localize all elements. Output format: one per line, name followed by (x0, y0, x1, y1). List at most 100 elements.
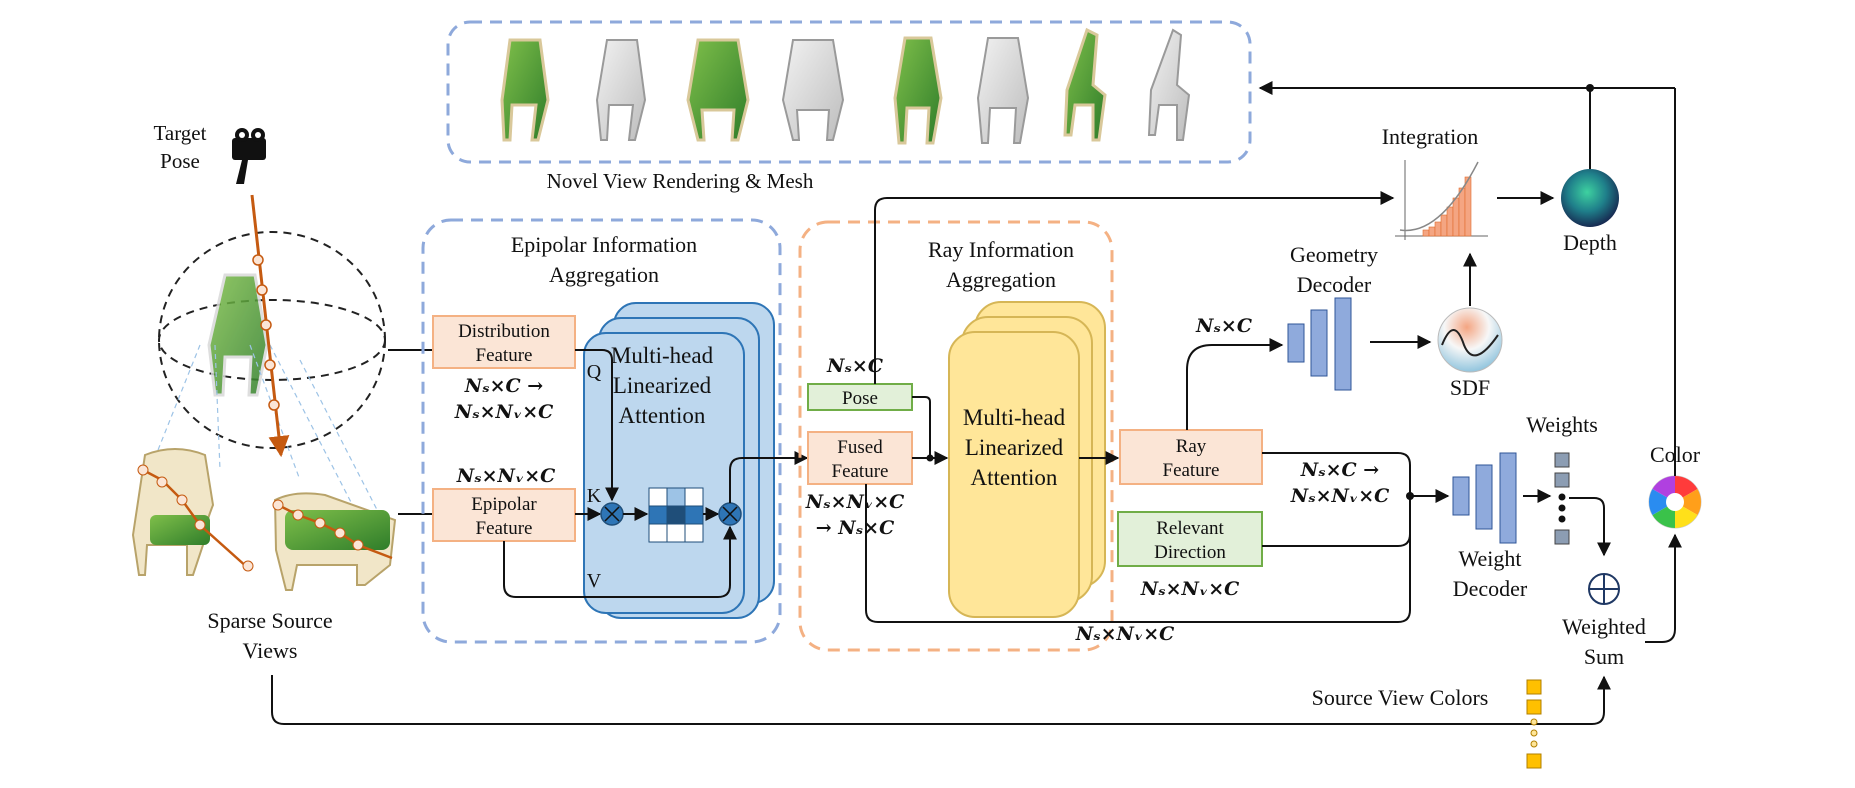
sparse-source-label-1: Sparse Source (207, 608, 332, 633)
weighted-sum-label-2: Sum (1584, 644, 1624, 669)
distribution-dims-1: Nₛ×C → (464, 375, 544, 397)
query-label: Q (587, 361, 602, 383)
source-view-colors-label: Source View Colors (1312, 685, 1489, 710)
sdf-label: SDF (1450, 375, 1490, 400)
fused-dims-1: Nₛ×Nᵥ×C (805, 491, 905, 513)
ray-feature-out-line (1262, 452, 1411, 496)
weight-decoder-label-2: Decoder (1453, 576, 1528, 601)
fused-feature-label-2: Feature (832, 461, 889, 482)
geometry-decoder-label-2: Decoder (1297, 272, 1372, 297)
epipolar-to-fused-arrow (729, 451, 809, 503)
ray-attention-stack (948, 301, 1106, 618)
chair-render-1 (500, 38, 550, 142)
relevant-dims: Nₛ×Nᵥ×C (1140, 578, 1240, 600)
skip-to-integration-arrow (874, 191, 1395, 384)
fused-dims-2: → Nₛ×C (816, 517, 894, 539)
depth-sphere-icon (1561, 169, 1619, 227)
relevant-direction-box (1117, 511, 1263, 567)
relevant-direction-label-1: Relevant (1156, 518, 1224, 539)
chair-render-3 (893, 36, 943, 145)
weight-decoder-icon (1452, 452, 1517, 544)
weight-decoder-label-1: Weight (1459, 546, 1522, 571)
fused-feature-label-1: Fused (837, 437, 883, 458)
geometry-decoder-icon (1287, 297, 1352, 391)
epipolar-title-1: Epipolar Information (511, 232, 697, 257)
chair-render-4 (1063, 27, 1107, 142)
color-wheel-icon (1648, 475, 1702, 529)
key-label: K (587, 485, 602, 507)
distribution-feature-label-1: Distribution (458, 321, 550, 342)
novel-view-chairs (500, 27, 1191, 145)
integration-label: Integration (1382, 124, 1479, 149)
source-view-chair-2 (272, 492, 397, 591)
fused-feature-box (807, 431, 913, 485)
ray-attention-label-1: Multi-head (963, 405, 1066, 430)
ray-feature-label-1: Ray (1176, 436, 1207, 457)
sum-to-color-arrow (1645, 533, 1682, 643)
camera-icon (232, 128, 266, 184)
geometry-decoder-label-1: Geometry (1290, 242, 1378, 267)
ray-title-2: Aggregation (946, 267, 1056, 292)
novel-view-panel (446, 20, 1252, 164)
value-label: V (587, 570, 602, 592)
epipolar-attention-label-2: Linearized (613, 373, 712, 398)
weighted-sum-icon (1588, 573, 1620, 605)
epipolar-attention-label-3: Attention (619, 403, 706, 428)
epipolar-feature-label-2: Feature (476, 518, 533, 539)
chair-mesh-1 (595, 39, 647, 141)
distribution-feature-box (432, 315, 576, 369)
junction-dot-ray-in (926, 454, 934, 462)
ray-title-1: Ray Information (928, 237, 1074, 262)
source-colors-arrow (271, 675, 1611, 725)
pose-label: Pose (842, 388, 878, 409)
bottom-loop-line (865, 484, 1411, 623)
target-ray (250, 194, 290, 458)
weighted-sum-label-1: Weighted (1562, 614, 1646, 639)
chair-mesh-3 (976, 37, 1030, 144)
pose-join-line (912, 396, 931, 458)
epipolar-dims: Nₛ×Nᵥ×C (456, 465, 556, 487)
ray-feature-box (1119, 429, 1263, 485)
epipolar-aggregation-panel (421, 218, 782, 644)
bottom-loop-dims: Nₛ×Nᵥ×C (1075, 623, 1175, 645)
ray-attention-label-3: Attention (971, 465, 1058, 490)
sampling-sphere (149, 231, 391, 536)
query-arrow (575, 349, 619, 502)
novel-view-caption: Novel View Rendering & Mesh (547, 169, 814, 193)
ray-dims-1: Nₛ×C → (1300, 459, 1380, 481)
multiply-icon-qk (600, 502, 624, 526)
chair-render-2 (686, 38, 750, 142)
sdf-plot-icon (1437, 307, 1503, 373)
epipolar-feature-label-1: Epipolar (471, 494, 537, 515)
ray-to-geometry-arrow (1186, 338, 1284, 430)
depth-label: Depth (1563, 230, 1617, 255)
distribution-dims-2: Nₛ×Nᵥ×C (454, 401, 554, 423)
target-pose-label-2: Pose (160, 149, 200, 173)
weights-to-sum-arrow (1569, 497, 1611, 557)
attention-matrix-icon (648, 487, 704, 543)
relevant-direction-out-line (1262, 496, 1411, 547)
weights-label: Weights (1526, 412, 1598, 437)
chair-mesh-2 (781, 39, 845, 141)
epipolar-title-2: Aggregation (549, 262, 659, 287)
pose-dims: Nₛ×C (826, 355, 883, 377)
chair-mesh-4 (1147, 28, 1191, 141)
relevant-direction-label-2: Direction (1154, 542, 1226, 563)
source-colors-vector-icon (1526, 679, 1542, 769)
epipolar-attention-label-1: Multi-head (611, 343, 714, 368)
integration-plot-icon (1395, 160, 1488, 240)
sparse-source-label-2: Views (243, 638, 298, 663)
epipolar-feature-box (432, 488, 576, 542)
geo-dims: Nₛ×C (1195, 315, 1252, 337)
ray-feature-label-2: Feature (1163, 460, 1220, 481)
multiply-icon-v (718, 502, 742, 526)
target-pose-label-1: Target (154, 121, 207, 145)
source-view-chair-1 (131, 448, 254, 576)
value-arrow (503, 525, 737, 598)
ray-attention-label-2: Linearized (965, 435, 1064, 460)
distribution-feature-label-2: Feature (476, 345, 533, 366)
ray-dims-2: Nₛ×Nᵥ×C (1290, 485, 1390, 507)
weights-vector-icon (1554, 452, 1570, 545)
ray-aggregation-panel (798, 220, 1114, 652)
